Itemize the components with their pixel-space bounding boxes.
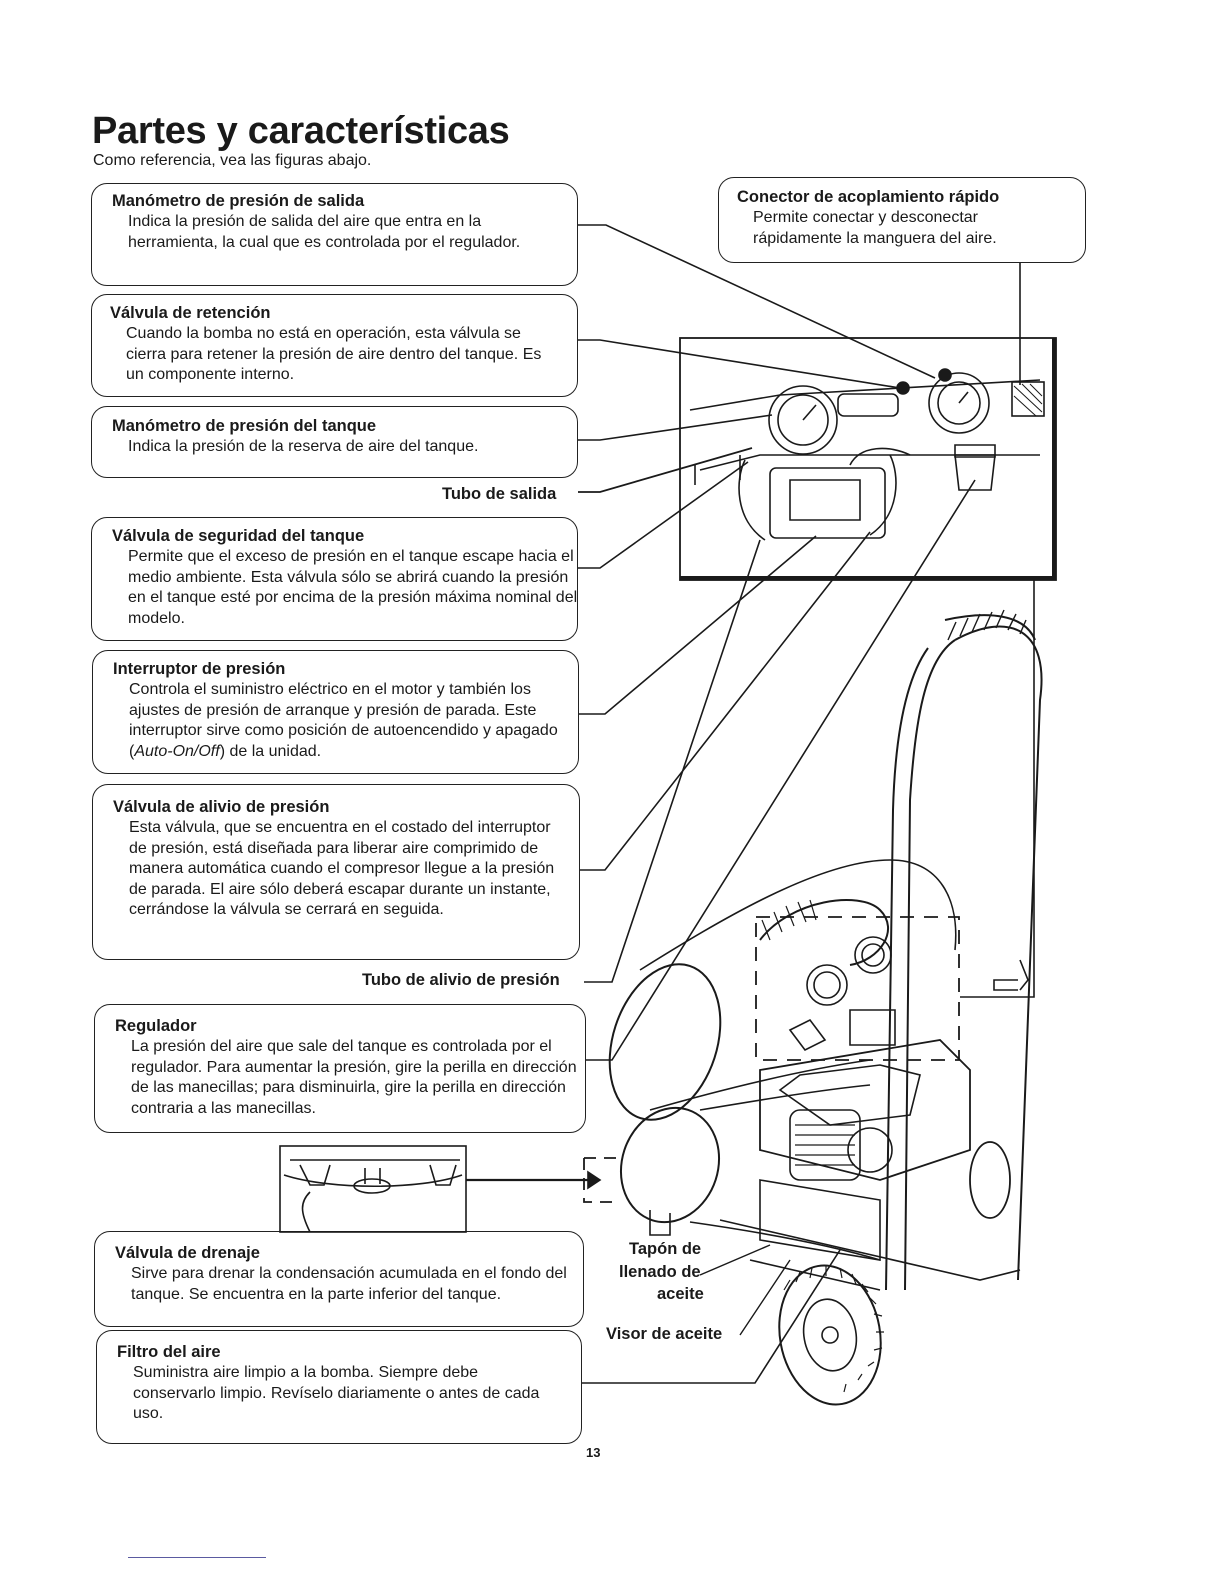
callout-body: Cuando la bomba no está en operación, es… (126, 325, 542, 383)
callout-heading: Válvula de drenaje (115, 1244, 260, 1262)
label-oil-fill-1: Tapón de (629, 1240, 702, 1258)
callout-body: Controla el suministro eléctrico en el m… (113, 680, 579, 762)
callout-body: Permite conectar y desconectar rápidamen… (753, 209, 997, 247)
label-outlet-tube: Tubo de salida (442, 485, 557, 503)
callout-body: Suministra aire limpio a la bomba. Siemp… (133, 1364, 540, 1422)
label-relief-tube: Tubo de alivio de presión (362, 971, 560, 989)
callout-body-italic: Auto-On/Off (134, 742, 220, 760)
callout-body: Esta válvula, que se encuentra en el cos… (129, 819, 555, 918)
callout-heading: Regulador (115, 1017, 197, 1035)
callout-tank-gauge: Manómetro de presión del tanque Indica l… (91, 406, 578, 478)
callout-heading: Conector de acoplamiento rápido (737, 188, 1000, 206)
callout-air-filter: Filtro del aire Suministra aire limpio a… (96, 1330, 582, 1444)
callout-safety-valve: Válvula de seguridad del tanque Permite … (91, 517, 578, 641)
callout-body: Sirve para drenar la condensación acumul… (131, 1265, 567, 1303)
callout-body: Indica la presión de salida del aire que… (128, 213, 521, 251)
callout-pressure-switch: Interruptor de presión Controla el sumin… (92, 650, 579, 774)
callout-heading: Válvula de alivio de presión (113, 798, 330, 816)
callout-heading: Interruptor de presión (113, 660, 286, 678)
callout-heading: Manómetro de presión de salida (112, 192, 365, 210)
label-oil-sight: Visor de aceite (606, 1325, 723, 1343)
callout-heading: Manómetro de presión del tanque (112, 417, 377, 435)
label-oil-fill-3: aceite (657, 1285, 704, 1303)
page-number: 13 (586, 1445, 601, 1460)
callout-body-text: Controla el suministro eléctrico en el m… (129, 681, 558, 760)
callout-body: La presión del aire que sale del tanque … (131, 1038, 577, 1117)
footer-rule (128, 1557, 266, 1558)
label-oil-fill-2: llenado de (619, 1263, 701, 1281)
callout-body: Indica la presión de la reserva de aire … (128, 438, 479, 455)
detail-inset-frame (679, 337, 1057, 581)
callout-drain-valve: Válvula de drenaje Sirve para drenar la … (94, 1231, 584, 1327)
callout-quick-coupler: Conector de acoplamiento rápido Permite … (718, 177, 1086, 263)
page-title: Partes y características (92, 110, 510, 152)
page-subtitle: Como referencia, vea las figuras abajo. (93, 152, 372, 169)
callout-relief-valve: Válvula de alivio de presión Esta válvul… (92, 784, 580, 960)
callout-outlet-gauge: Manómetro de presión de salida Indica la… (91, 183, 578, 286)
callout-body-text-end: ) de la unidad. (219, 742, 322, 760)
callout-body: Permite que el exceso de presión en el t… (128, 548, 578, 627)
callout-regulator: Regulador La presión del aire que sale d… (94, 1004, 586, 1133)
callout-heading: Válvula de retención (110, 304, 271, 322)
callout-check-valve: Válvula de retención Cuando la bomba no … (91, 294, 578, 397)
callout-heading: Válvula de seguridad del tanque (112, 527, 365, 545)
callout-heading: Filtro del aire (117, 1343, 221, 1361)
